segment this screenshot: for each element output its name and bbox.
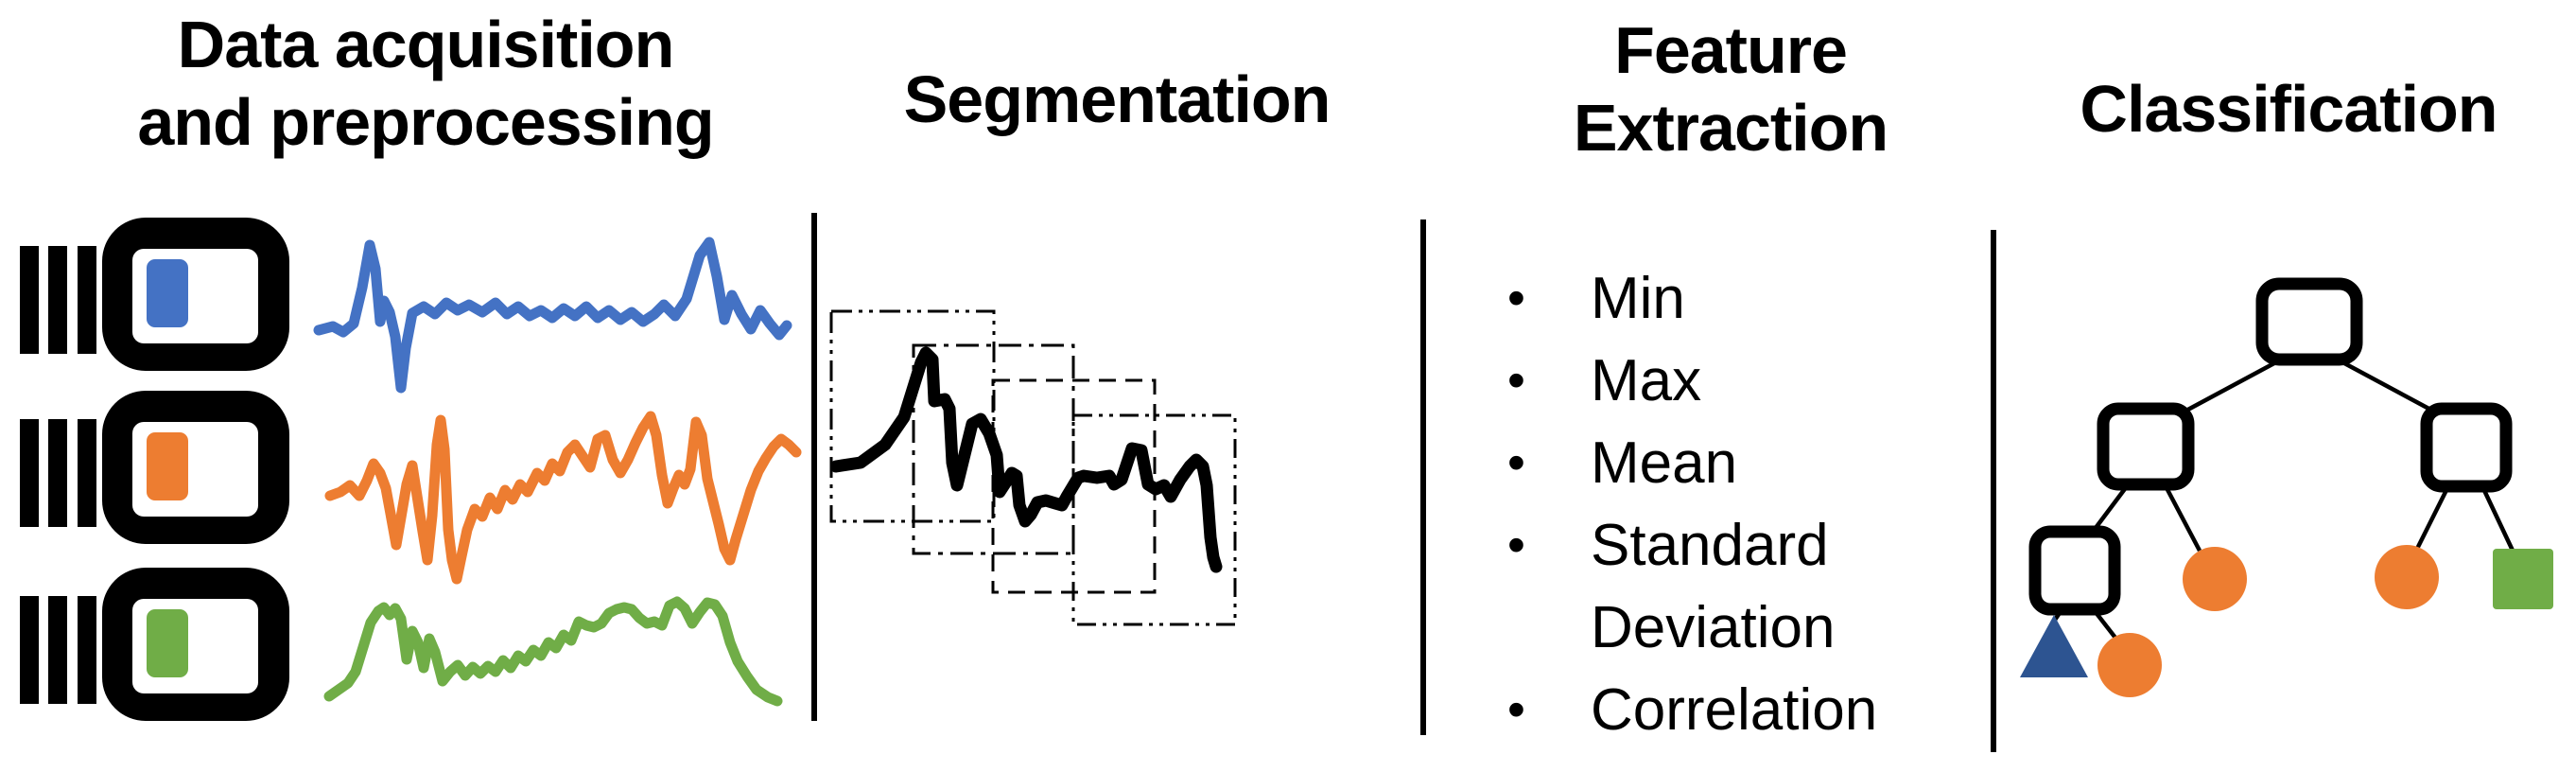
section-title-segmentation: Segmentation (833, 61, 1401, 138)
signal-waves-icon (78, 419, 96, 527)
signal-waves-icon (20, 246, 39, 354)
title-line: and preprocessing (137, 85, 714, 159)
feature-label: Deviation (1591, 595, 1836, 660)
tree-decision-node-right (2420, 402, 2513, 493)
signal-waves-icon (20, 419, 39, 527)
leaf-circle-orange-2 (2375, 545, 2439, 609)
divider-1 (811, 213, 817, 721)
title-line: Feature (1614, 13, 1848, 87)
tree-edges (2051, 356, 2516, 643)
tree-root-node (2255, 277, 2363, 366)
list-item: • Standard (1507, 504, 1877, 587)
section-title-classification: Classification (2024, 70, 2553, 148)
signal-trace-blue (313, 237, 792, 394)
section-title-data-acquisition: Data acquisition and preprocessing (57, 6, 794, 161)
tree-decision-node-left (2097, 402, 2195, 491)
bullet-icon: • (1507, 517, 1525, 573)
bullet-icon: • (1507, 270, 1525, 326)
device-chip-blue (147, 259, 188, 327)
segment-window-1 (829, 309, 996, 523)
bullet-icon: • (1507, 434, 1525, 491)
list-item: • Mean (1507, 422, 1877, 504)
signal-waves-icon (78, 596, 96, 704)
decision-tree (2020, 277, 2553, 697)
signal-waves-icon (48, 246, 67, 354)
divider-2 (1420, 219, 1426, 735)
bullet-icon: • (1507, 352, 1525, 409)
feature-label: Standard (1591, 513, 1829, 578)
feature-label: Min (1591, 266, 1685, 331)
divider-3 (1991, 230, 1996, 752)
wearable-sensor-icon-1 (20, 218, 289, 375)
title-line: Classification (2080, 72, 2498, 146)
leaf-square-green (2493, 549, 2553, 609)
signal-trace-orange (324, 411, 802, 585)
list-item: • Correlation (1507, 669, 1877, 751)
device-chip-green (147, 609, 188, 677)
title-line: Data acquisition (177, 8, 675, 81)
title-line: Extraction (1573, 91, 1888, 165)
list-item: • Max (1507, 340, 1877, 422)
list-item: • Min (1507, 257, 1877, 340)
feature-list: • Min • Max • Mean • Standard • Deviatio… (1507, 257, 1877, 751)
feature-label: Correlation (1591, 677, 1878, 743)
list-item: • Deviation (1507, 587, 1877, 669)
bullet-icon: • (1507, 681, 1525, 738)
leaf-circle-orange-1 (2183, 547, 2247, 611)
tree-decision-node-lower-left (2028, 525, 2121, 616)
signal-trace-green (323, 596, 783, 707)
section-title-feature-extraction: Feature Extraction (1466, 11, 1995, 167)
leaf-triangle-blue (2020, 615, 2088, 677)
signal-waves-icon (78, 246, 96, 354)
segmented-signal-trace (829, 346, 1223, 573)
signal-waves-icon (20, 596, 39, 704)
feature-label: Mean (1591, 430, 1738, 496)
signal-waves-icon (48, 419, 67, 527)
segmentation-windows (829, 309, 1237, 626)
title-line: Segmentation (903, 62, 1332, 136)
wearable-sensor-icon-3 (20, 568, 289, 725)
signal-waves-icon (48, 596, 67, 704)
leaf-circle-orange-3 (2097, 633, 2162, 697)
wearable-sensor-icon-2 (20, 391, 289, 548)
device-chip-orange (147, 432, 188, 500)
feature-label: Max (1591, 348, 1702, 413)
